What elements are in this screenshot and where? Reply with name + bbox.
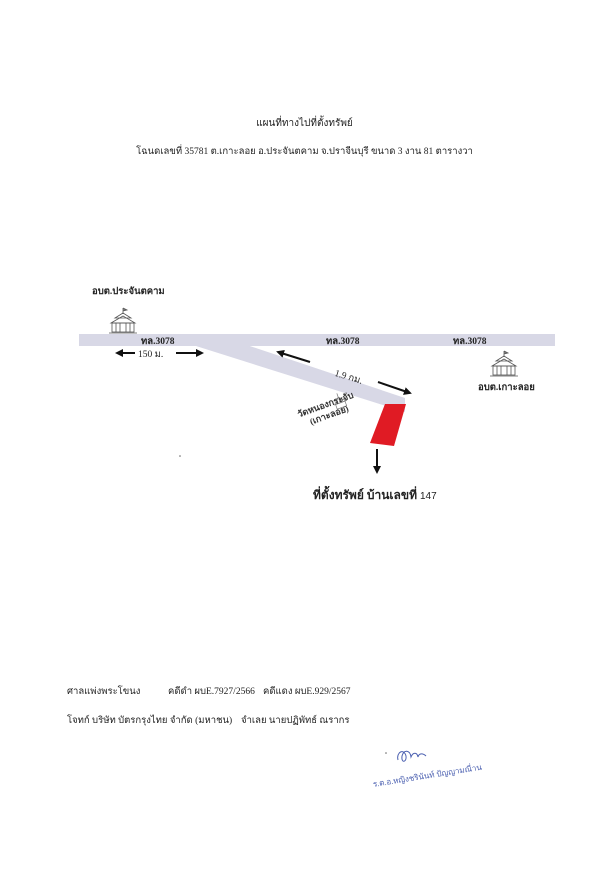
property-parcel bbox=[370, 404, 406, 446]
branch-road bbox=[196, 334, 405, 412]
stray-dot bbox=[385, 752, 387, 754]
temple-icon bbox=[333, 393, 348, 410]
plaintiff-name: โจทก์ บริษัท บัตรกรุงไทย จำกัด (มหาชน) bbox=[67, 716, 233, 726]
map-subtitle: โฉนดเลขที่ 35781 ต.เกาะลอย อ.ประจันตคาม … bbox=[136, 147, 473, 157]
map-title: แผนที่ทางไปที่ตั้งทรัพย์ bbox=[256, 118, 353, 129]
property-label-text: ที่ตั้งทรัพย์ บ้านเลขที่ bbox=[313, 488, 417, 502]
road-label: ทล.3078 bbox=[141, 337, 175, 347]
stray-dot bbox=[179, 455, 181, 457]
government-building-icon-right bbox=[490, 350, 518, 377]
property-house-number: 147 bbox=[420, 491, 437, 502]
government-building-icon-left bbox=[109, 307, 137, 334]
property-label: ที่ตั้งทรัพย์ บ้านเลขที่ 147 bbox=[313, 486, 437, 505]
road-label: ทล.3078 bbox=[453, 337, 487, 347]
red-case-number: คดีแดง ผบE.929/2567 bbox=[263, 687, 351, 697]
distance-main-label: 150 ม. bbox=[138, 350, 164, 360]
office-label-left: อบต.ประจันตคาม bbox=[92, 287, 165, 297]
court-name: ศาลแพ่งพระโขนง bbox=[67, 687, 141, 697]
signature-scribble bbox=[397, 750, 427, 762]
road-label: ทล.3078 bbox=[326, 337, 360, 347]
arrow-branch-end bbox=[377, 381, 412, 395]
arrow-branch-start bbox=[276, 349, 311, 363]
office-label-right: อบต.เกาะลอย bbox=[478, 383, 535, 393]
defendant-name: จำเลย นายปฏิพัทธ์ ณรากร bbox=[241, 716, 350, 726]
black-case-number: คดีดำ ผบE.7927/2566 bbox=[168, 687, 255, 697]
